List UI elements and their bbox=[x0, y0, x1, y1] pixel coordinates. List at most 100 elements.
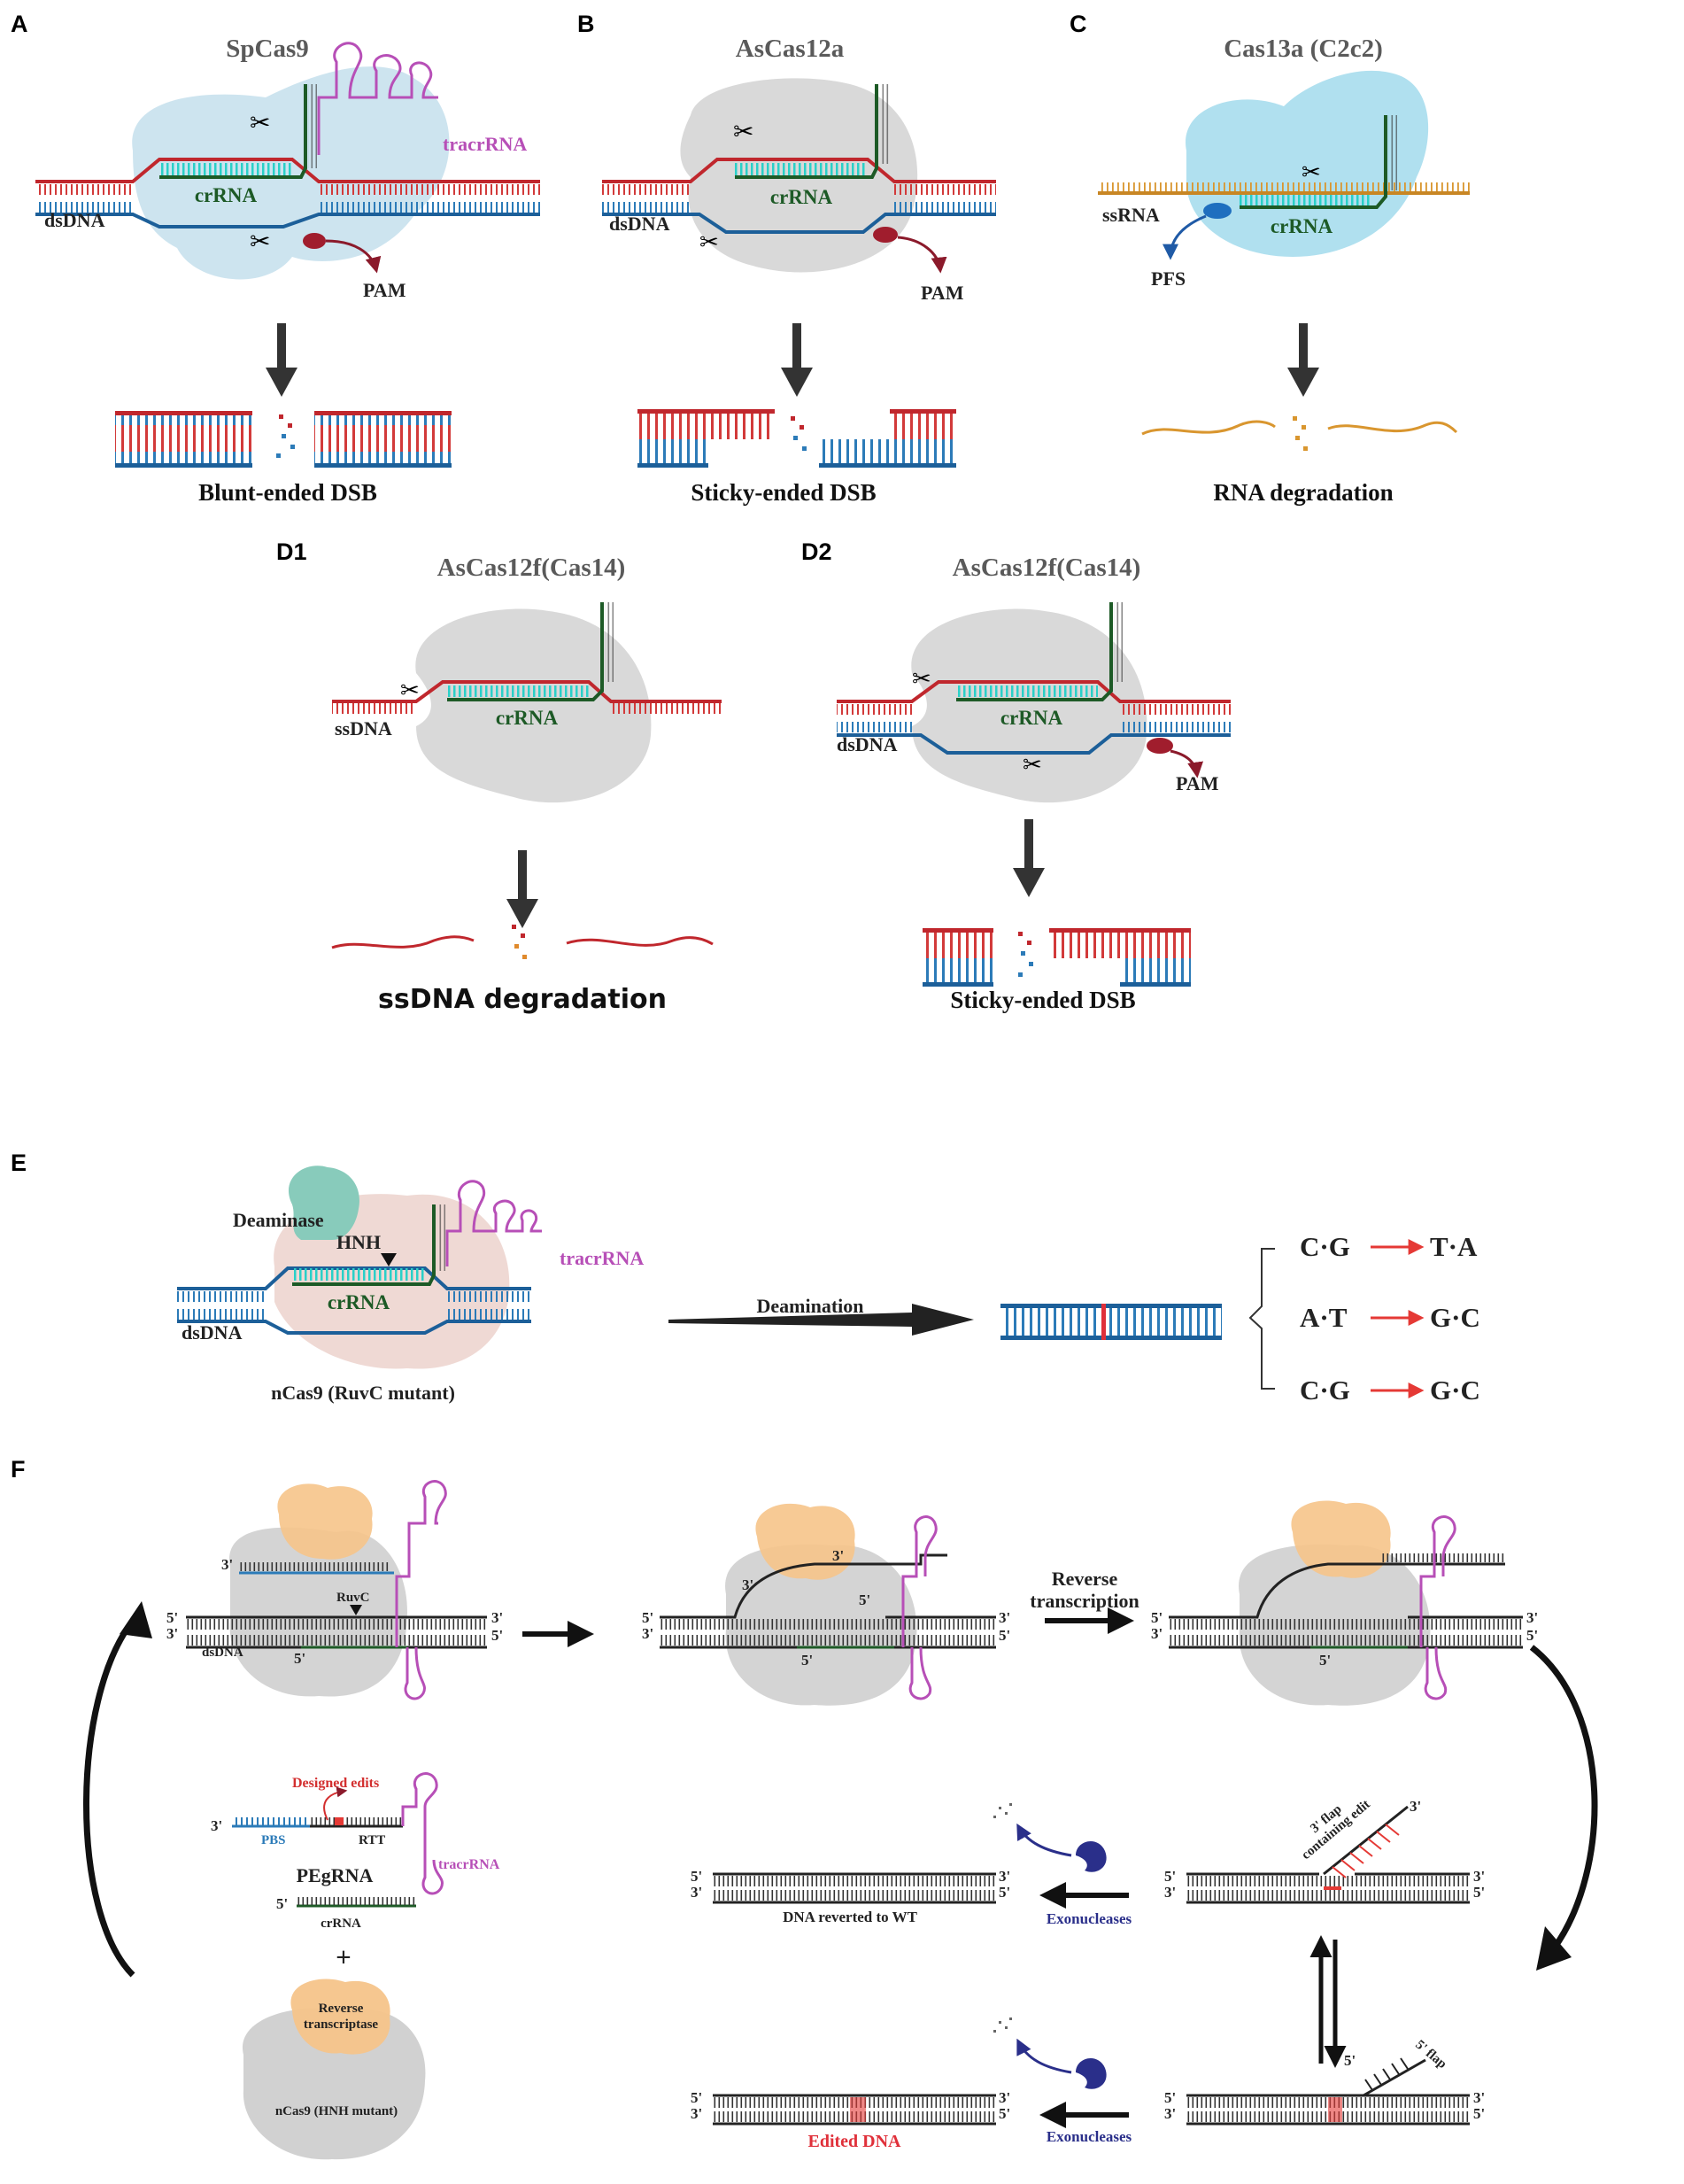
prime-5-label: 5' bbox=[1164, 1868, 1176, 1885]
exonuclease-arrow bbox=[1016, 2038, 1072, 2074]
reverse-transcriptase-shape bbox=[755, 1503, 855, 1580]
designed-edits-label: Designed edits bbox=[292, 1776, 379, 1791]
tracrrna-strand bbox=[317, 42, 438, 155]
deaminase-shape bbox=[288, 1166, 359, 1240]
cleaved-fragments bbox=[276, 414, 295, 458]
prime-5-label: 5' bbox=[1164, 2089, 1176, 2106]
panel-f-letter: F bbox=[11, 1456, 26, 1483]
reverse-transcriptase-shape bbox=[290, 1979, 390, 2055]
pfs-label: PFS bbox=[1151, 267, 1186, 290]
crrna-pairing bbox=[159, 163, 292, 175]
scissors-icon: ✂ bbox=[733, 119, 753, 146]
mutation-from: A·T bbox=[1300, 1302, 1348, 1333]
prime-5-label: 5' bbox=[1526, 1627, 1538, 1644]
edited-dna-label: Edited DNA bbox=[807, 2132, 901, 2151]
blunt-dsb-right bbox=[314, 413, 452, 466]
scissors-icon: ✂ bbox=[250, 110, 270, 137]
prime-5-label: 5' bbox=[859, 1592, 870, 1608]
cas12f-protein-shape bbox=[415, 608, 652, 803]
flap3-intermediate: 5' 3' 3' 5' 3' 3' flap containing edit bbox=[1164, 1797, 1485, 1904]
prime-5-label: 5' bbox=[1473, 1884, 1485, 1901]
panel-d1-title: AsCas12f(Cas14) bbox=[437, 554, 626, 582]
prime-5-label: 5' bbox=[1473, 2105, 1485, 2122]
prime-5-label: 5' bbox=[1151, 1609, 1163, 1626]
panel-b-title: AsCas12a bbox=[736, 35, 845, 63]
ssrna-label: ssRNA bbox=[1102, 204, 1160, 226]
dsdna-label: dsDNA bbox=[609, 213, 670, 235]
rtt-label: RTT bbox=[359, 1833, 385, 1847]
designed-edits-arrow bbox=[323, 1786, 348, 1821]
crrna-pairing bbox=[735, 163, 868, 175]
dsdna-bottom bbox=[186, 1635, 487, 1646]
prime-5-label: 5' bbox=[999, 1884, 1010, 1901]
panel-c-title: Cas13a (C2c2) bbox=[1224, 35, 1383, 63]
sticky-dsb-left-top bbox=[637, 413, 775, 439]
dsdna-bottom-strand bbox=[35, 213, 540, 228]
prime-5-label: 5' bbox=[642, 1609, 653, 1626]
scissors-icon: ✂ bbox=[250, 228, 270, 256]
dsdna-label: dsDNA bbox=[837, 733, 898, 755]
ssdna-backbone bbox=[332, 680, 722, 703]
panel-a: A SpCas9 tracrRNA crRNA dsDNA ✂ ✂ PAM Bl… bbox=[11, 11, 540, 506]
crrna-label: crRNA bbox=[1271, 215, 1333, 237]
mutation-list: C·G T·A A·T G·C C·G G·C bbox=[1300, 1231, 1480, 1406]
cleaved-fragments bbox=[512, 925, 527, 959]
panel-d1-caption: ssDNA degradation bbox=[378, 984, 667, 1015]
crrna-pairing bbox=[1240, 195, 1372, 205]
crrna-label: crRNA bbox=[195, 184, 258, 206]
rna-fragment-right bbox=[1327, 421, 1458, 434]
panel-b: B AsCas12a crRNA dsDNA ✂ ✂ PAM Sticky-en… bbox=[577, 11, 996, 506]
panel-c-letter: C bbox=[1070, 11, 1087, 37]
panel-d1: D1 AsCas12f(Cas14) crRNA ssDNA ✂ ssDNA d… bbox=[276, 538, 722, 1015]
dsdna-label: dsDNA bbox=[182, 1321, 243, 1344]
rt-label: Reverse bbox=[319, 2002, 364, 2016]
panel-d2-caption: Sticky-ended DSB bbox=[950, 987, 1135, 1013]
ruvc-label: RuvC bbox=[336, 1591, 370, 1605]
prime-3-label: 3' bbox=[1526, 1609, 1538, 1626]
panel-e: E Deaminase tracrRNA HNH crRNA dsDNA nCa… bbox=[11, 1150, 1480, 1406]
ruvc-cut-marker bbox=[350, 1605, 362, 1615]
dsdna-bottom-strand bbox=[837, 733, 1231, 755]
prime-5-label: 5' bbox=[294, 1650, 305, 1667]
prime-3-label: 3' bbox=[691, 1884, 702, 1901]
prime-3-label: 3' bbox=[832, 1547, 844, 1564]
prime-editor-state-2: 5' 3' 3' 5' 3' 3' 5' 5' bbox=[642, 1503, 1010, 1706]
ncas9-protein-shape bbox=[242, 2008, 426, 2160]
prime-3-label: 3' bbox=[642, 1625, 653, 1642]
panel-a-title: SpCas9 bbox=[226, 35, 309, 63]
panel-d1-letter: D1 bbox=[276, 538, 307, 565]
mutation-to: G·C bbox=[1430, 1302, 1480, 1333]
hnh-cut-marker bbox=[381, 1253, 397, 1266]
crrna-strand bbox=[447, 602, 604, 701]
prime-3-label: 3' bbox=[1473, 2089, 1485, 2106]
prime-3-label: 3' bbox=[1164, 2105, 1176, 2122]
digested-fragments bbox=[993, 1803, 1012, 1818]
ncas9-label: nCas9 (RuvC mutant) bbox=[271, 1382, 455, 1404]
mutation-to: G·C bbox=[1430, 1375, 1480, 1406]
dsdna-label: dsDNA bbox=[202, 1646, 243, 1660]
pegrna-strand bbox=[395, 1480, 447, 1647]
digested-fragments bbox=[993, 2017, 1012, 2033]
pfs-site bbox=[1203, 203, 1232, 219]
crrna-pairing bbox=[447, 685, 589, 697]
pam-site bbox=[303, 233, 326, 249]
reverse-transcriptase-shape bbox=[1291, 1500, 1391, 1578]
mutation-from: C·G bbox=[1300, 1231, 1350, 1262]
panel-d2-title: AsCas12f(Cas14) bbox=[953, 554, 1141, 582]
ssdna-label: ssDNA bbox=[335, 717, 392, 740]
plus-sign: + bbox=[336, 1941, 351, 1972]
rna-fragment-left bbox=[1141, 420, 1276, 436]
tracrrna-label: tracrRNA bbox=[438, 1857, 500, 1872]
exonuclease-arrow bbox=[1016, 1823, 1072, 1857]
prime-3-label: 3' bbox=[1410, 1798, 1421, 1815]
cycle-arrow-right bbox=[1529, 1645, 1598, 1951]
flap5-strand bbox=[1363, 2058, 1426, 2097]
cleaved-fragments bbox=[791, 416, 807, 451]
crrna-label: crRNA bbox=[1000, 707, 1063, 729]
scissors-icon: ✂ bbox=[400, 678, 420, 703]
exonuclease-shape bbox=[1076, 2058, 1107, 2089]
prime-5-label: 5' bbox=[276, 1895, 288, 1912]
deamination-arrow bbox=[668, 1304, 974, 1336]
pam-arrow bbox=[897, 236, 947, 274]
pegrna-legend: Designed edits 3' PBS RTT tracrRNA PEgRN… bbox=[211, 1772, 500, 2160]
